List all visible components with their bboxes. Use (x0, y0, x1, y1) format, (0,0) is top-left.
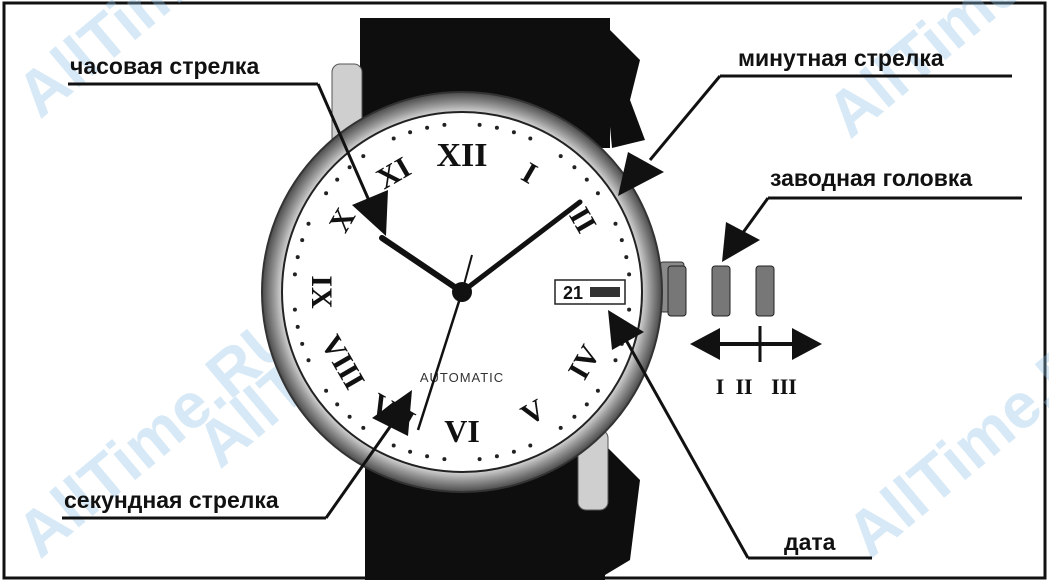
minute-dot (361, 154, 365, 158)
watermark-text: AllTime.RU (833, 297, 1049, 571)
minute-dot (335, 178, 339, 182)
minute-dot (442, 457, 446, 461)
minute-dot (348, 415, 352, 419)
minute-dot (478, 123, 482, 127)
minute-dot (425, 126, 429, 130)
minute-dot (307, 222, 311, 226)
minute-dot (392, 137, 396, 141)
label-second-hand: секундная стрелка (64, 487, 279, 513)
label-minute-hand: минутная стрелка (738, 45, 944, 71)
callout-crown: заводная головка (722, 165, 1022, 262)
minute-dot (572, 415, 576, 419)
leader-line (650, 76, 720, 160)
minute-dot (478, 457, 482, 461)
minute-dot (512, 450, 516, 454)
minute-dot (495, 454, 499, 458)
minute-dot (300, 342, 304, 346)
crown-position-block (756, 266, 774, 316)
minute-dot (528, 137, 532, 141)
minute-dot (614, 222, 618, 226)
minute-dot (324, 191, 328, 195)
minute-dot (425, 454, 429, 458)
label-date: дата (784, 529, 836, 555)
minute-dot (614, 358, 618, 362)
minute-dot (627, 272, 631, 276)
crown-position-block (712, 266, 730, 316)
minute-dot (296, 325, 300, 329)
minute-dot (361, 426, 365, 430)
label-hour-hand: часовая стрелка (70, 53, 259, 79)
minute-dot (324, 389, 328, 393)
minute-dot (624, 255, 628, 259)
minute-dot (620, 238, 624, 242)
minute-dot (528, 444, 532, 448)
label-crown: заводная головка (770, 165, 972, 191)
minute-dot (585, 402, 589, 406)
numeral-xii: XII (436, 137, 487, 174)
minute-dot (293, 308, 297, 312)
numeral-ix: IX (305, 275, 338, 309)
crown-pos-3: III (771, 374, 797, 399)
arrow-left (690, 328, 720, 360)
minute-dot (627, 308, 631, 312)
minute-dot (408, 130, 412, 134)
minute-dot (572, 165, 576, 169)
crown-pos-1: I (716, 374, 725, 399)
minute-dot (596, 191, 600, 195)
minute-dot (300, 238, 304, 242)
crown-position-block (668, 266, 686, 316)
crown-pos-2: II (735, 374, 752, 399)
minute-dot (408, 450, 412, 454)
minute-dot (559, 426, 563, 430)
center-pin (452, 282, 472, 302)
minute-dot (512, 130, 516, 134)
date-weekday-block (590, 287, 620, 297)
minute-dot (348, 165, 352, 169)
crown-positions-diagram: I II III (668, 266, 822, 399)
minute-dot (296, 255, 300, 259)
minute-dot (335, 402, 339, 406)
arrowhead (722, 222, 760, 262)
minute-dot (596, 389, 600, 393)
minute-dot (559, 154, 563, 158)
date-value: 21 (563, 283, 583, 303)
minute-dot (293, 272, 297, 276)
leader-line (742, 198, 768, 234)
arrowhead (618, 152, 664, 196)
minute-dot (307, 358, 311, 362)
minute-dot (442, 123, 446, 127)
leader-line (626, 340, 748, 558)
minute-dot (392, 444, 396, 448)
minute-dot (495, 126, 499, 130)
minute-dot (585, 178, 589, 182)
numeral-vi: VI (444, 413, 480, 449)
arrow-right (792, 328, 822, 360)
